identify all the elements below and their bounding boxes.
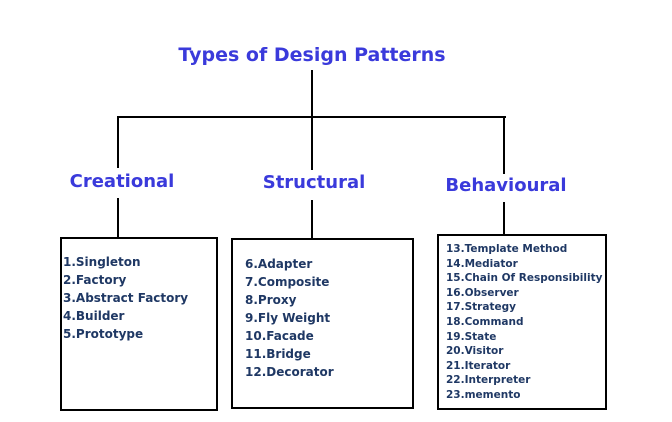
connector — [503, 116, 505, 174]
pattern-item: 9.Fly Weight — [245, 311, 331, 325]
pattern-item: 23.memento — [446, 389, 521, 401]
connector — [311, 200, 313, 238]
category-creational: Creational — [69, 171, 175, 192]
pattern-item: 11.Bridge — [245, 347, 311, 361]
pattern-item: 2.Factory — [63, 273, 127, 287]
pattern-item: 12.Decorator — [245, 365, 334, 379]
connector — [311, 116, 313, 170]
pattern-item: 4.Builder — [63, 309, 125, 323]
pattern-item: 17.Strategy — [446, 301, 516, 314]
pattern-item: 14.Mediator — [446, 257, 518, 270]
pattern-item: 5.Prototype — [63, 327, 144, 341]
pattern-item: 6.Adapter — [245, 257, 313, 271]
pattern-item: 13.Template Method — [446, 243, 568, 255]
pattern-item: 16.Observer — [446, 286, 519, 299]
structural-box — [231, 238, 414, 409]
connector — [117, 116, 119, 168]
pattern-item: 7.Composite — [245, 275, 330, 289]
pattern-item: 21.Iterator — [446, 359, 511, 372]
connector — [503, 202, 505, 235]
category-behavioural: Behavioural — [445, 175, 567, 196]
pattern-item: 10.Facade — [245, 329, 314, 343]
pattern-item: 22.Interpreter — [446, 374, 531, 387]
connector — [117, 198, 119, 238]
pattern-item: 1.Singleton — [63, 255, 141, 269]
pattern-item: 3.Abstract Factory — [63, 291, 189, 305]
diagram-title: Types of Design Patterns — [178, 44, 446, 66]
creational-box — [60, 237, 218, 411]
pattern-item: 19.State — [446, 330, 497, 343]
pattern-item: 20.Visitor — [446, 345, 504, 358]
behavioural-box — [437, 234, 607, 410]
pattern-item: 15.Chain Of Responsibility — [446, 272, 603, 285]
category-structural: Structural — [262, 172, 366, 193]
pattern-item: 18.Command — [446, 316, 524, 328]
connector — [311, 70, 313, 118]
pattern-item: 8.Proxy — [245, 293, 297, 307]
